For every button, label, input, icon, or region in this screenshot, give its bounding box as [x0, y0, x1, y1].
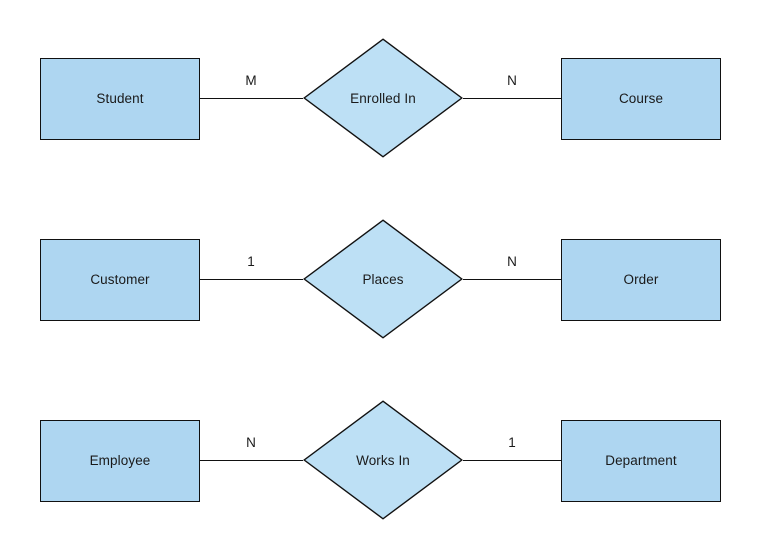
connector-line-left: [200, 460, 303, 461]
connector-line-right: [463, 98, 561, 99]
connector-line-left: [200, 98, 303, 99]
cardinality-label-right: N: [507, 254, 517, 269]
connector-line-right: [463, 460, 561, 461]
entity-label: Employee: [89, 453, 151, 469]
cardinality-label-left: N: [246, 435, 256, 450]
entity-label: Course: [618, 91, 664, 107]
diamond-shape-icon: [303, 38, 463, 158]
entity-label: Customer: [90, 272, 150, 288]
connector-line-left: [200, 279, 303, 280]
entity-box-right[interactable]: Order: [561, 239, 721, 321]
relationship-diamond[interactable]: Enrolled In: [303, 38, 463, 158]
entity-label: Order: [623, 272, 659, 288]
diamond-shape-icon: [303, 400, 463, 520]
cardinality-label-right: 1: [508, 435, 516, 450]
cardinality-label-right: N: [507, 73, 517, 88]
entity-box-right[interactable]: Department: [561, 420, 721, 502]
entity-box-left[interactable]: Student: [40, 58, 200, 140]
entity-box-left[interactable]: Customer: [40, 239, 200, 321]
entity-box-right[interactable]: Course: [561, 58, 721, 140]
er-relationship-row: Student M Enrolled In N Course: [0, 38, 761, 178]
er-relationship-row: Customer 1 Places N Order: [0, 219, 761, 359]
entity-label: Department: [605, 453, 677, 469]
relationship-diamond[interactable]: Places: [303, 219, 463, 339]
relationship-diamond[interactable]: Works In: [303, 400, 463, 520]
cardinality-label-left: M: [245, 73, 257, 88]
diamond-shape-icon: [303, 219, 463, 339]
cardinality-label-left: 1: [247, 254, 255, 269]
entity-label: Student: [96, 91, 144, 107]
er-relationship-row: Employee N Works In 1 Department: [0, 400, 761, 540]
entity-box-left[interactable]: Employee: [40, 420, 200, 502]
connector-line-right: [463, 279, 561, 280]
